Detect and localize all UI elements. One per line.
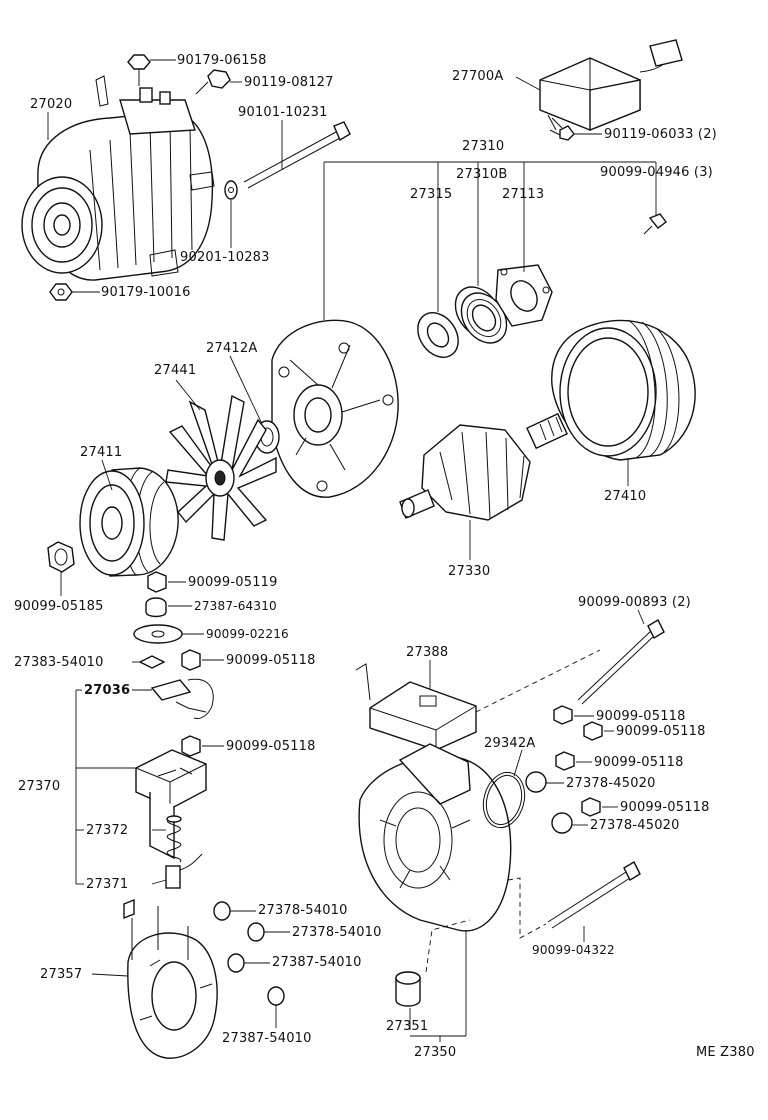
label-27378-54010-a: 27378-54010	[258, 903, 348, 918]
leader-lines	[47, 59, 657, 1042]
label-90119-06033: 90119-06033 (2)	[604, 127, 717, 142]
bolt-90119-08127-drawing	[195, 69, 231, 95]
label-27372: 27372	[86, 823, 129, 838]
diagram-code: ME Z380	[696, 1045, 755, 1060]
alignment-dash-bolt	[507, 877, 547, 939]
pulley-27411-drawing	[79, 467, 179, 577]
label-90101-10231: 90101-10231	[238, 105, 328, 120]
label-27310: 27310	[462, 139, 505, 154]
bolt-90101-10231-drawing	[243, 121, 351, 189]
label-90099-04946: 90099-04946 (3)	[600, 165, 713, 180]
bolt-90099-04322-drawing	[547, 861, 641, 929]
nut-90099-05118-e-drawing	[555, 751, 575, 771]
bushing-27378-54010-a-drawing	[213, 901, 231, 921]
nut-90099-05118-b-drawing	[181, 735, 201, 757]
nut-90099-05118-a-drawing	[181, 649, 201, 671]
fan-27441-drawing	[165, 394, 277, 541]
label-90099-02216: 90099-02216	[206, 627, 289, 641]
brush-27371-drawing	[165, 853, 203, 889]
bushing-27387-64310-drawing	[145, 597, 167, 618]
label-90099-05185: 90099-05185	[14, 599, 104, 614]
label-27411: 27411	[80, 445, 123, 460]
label-90201-10283: 90201-10283	[180, 250, 270, 265]
retainer-plate-27113-drawing	[495, 264, 553, 327]
nut-90099-05118-d-drawing	[583, 721, 603, 741]
bolt-90179-06158-drawing	[127, 54, 151, 86]
label-27378-45020-a: 27378-45020	[566, 776, 656, 791]
label-90099-00893: 90099-00893 (2)	[578, 595, 691, 610]
label-27351: 27351	[386, 1019, 429, 1034]
screw-90099-04946-drawing	[643, 213, 667, 235]
washer-90099-02216-drawing	[133, 624, 183, 644]
label-27036: 27036	[84, 683, 131, 698]
label-27387-54010-a: 27387-54010	[272, 955, 362, 970]
bushing-27378-45020-b-drawing	[551, 812, 573, 834]
label-27371: 27371	[86, 877, 129, 892]
label-90179-10016: 90179-10016	[101, 285, 191, 300]
label-90099-05118-f: 90099-05118	[620, 800, 710, 815]
label-27330: 27330	[448, 564, 491, 579]
terminal-27036-drawing	[150, 678, 214, 719]
o-ring-29342A-drawing	[482, 771, 526, 829]
alternator-assembly-drawing	[21, 75, 215, 281]
ring-27315-drawing	[417, 312, 459, 358]
label-90099-05118-d: 90099-05118	[616, 724, 706, 739]
label-27315: 27315	[410, 187, 453, 202]
label-27387-54010-b: 27387-54010	[222, 1031, 312, 1046]
regulator-27700A-drawing	[539, 39, 683, 132]
label-27020: 27020	[30, 97, 73, 112]
bolt-90099-00893-drawing	[577, 619, 665, 705]
label-27388: 27388	[406, 645, 449, 660]
label-27378-54010-b: 27378-54010	[292, 925, 382, 940]
brush-holder-27357-drawing	[123, 898, 218, 1059]
label-90099-05118-b: 90099-05118	[226, 739, 316, 754]
label-90099-05119: 90099-05119	[188, 575, 278, 590]
insulator-27383-54010-drawing	[138, 655, 166, 669]
spring-27372-drawing	[166, 815, 182, 863]
label-90099-05118-e: 90099-05118	[594, 755, 684, 770]
label-90099-04322: 90099-04322	[532, 943, 615, 957]
bushing-27387-54010-b-drawing	[267, 986, 285, 1006]
stator-27410-drawing	[551, 319, 696, 461]
brush-holder-block-drawing	[135, 749, 207, 860]
label-27412A: 27412A	[206, 341, 258, 356]
cover-27388-drawing	[355, 663, 477, 751]
alignment-dash-cover	[475, 649, 601, 713]
label-90099-05118-c: 90099-05118	[596, 709, 686, 724]
rectifier-end-frame-27350-drawing	[358, 743, 512, 932]
bushing-27378-45020-a-drawing	[525, 771, 547, 793]
rotor-27330-drawing	[399, 412, 568, 521]
label-27700A: 27700A	[452, 69, 504, 84]
washer-90201-10283-drawing	[224, 180, 238, 200]
label-27310B: 27310B	[456, 167, 508, 182]
bushing-27387-54010-a-drawing	[227, 953, 245, 973]
label-27350: 27350	[414, 1045, 457, 1060]
drive-end-frame-27310-drawing	[271, 319, 399, 498]
screw-90119-06033-drawing	[549, 125, 575, 141]
label-90179-06158: 90179-06158	[177, 53, 267, 68]
bushing-27378-54010-b-drawing	[247, 922, 265, 942]
label-27387-64310: 27387-64310	[194, 599, 277, 613]
label-27383-54010: 27383-54010	[14, 655, 104, 670]
bushing-27351-drawing	[395, 971, 421, 1007]
label-27113: 27113	[502, 187, 545, 202]
nut-90099-05185-drawing	[47, 541, 75, 573]
label-27370: 27370	[18, 779, 61, 794]
nut-90099-05118-c-drawing	[553, 705, 573, 725]
bearing-27310B-drawing	[454, 286, 508, 344]
nut-90099-05118-f-drawing	[581, 797, 601, 817]
label-29342A: 29342A	[484, 736, 536, 751]
label-27378-45020-b: 27378-45020	[590, 818, 680, 833]
label-27357: 27357	[40, 967, 83, 982]
label-27441: 27441	[154, 363, 197, 378]
nut-90099-05119-drawing	[147, 571, 167, 593]
nut-90179-10016-drawing	[49, 283, 73, 301]
label-27410: 27410	[604, 489, 647, 504]
label-90099-05118-a: 90099-05118	[226, 653, 316, 668]
label-90119-08127: 90119-08127	[244, 75, 334, 90]
